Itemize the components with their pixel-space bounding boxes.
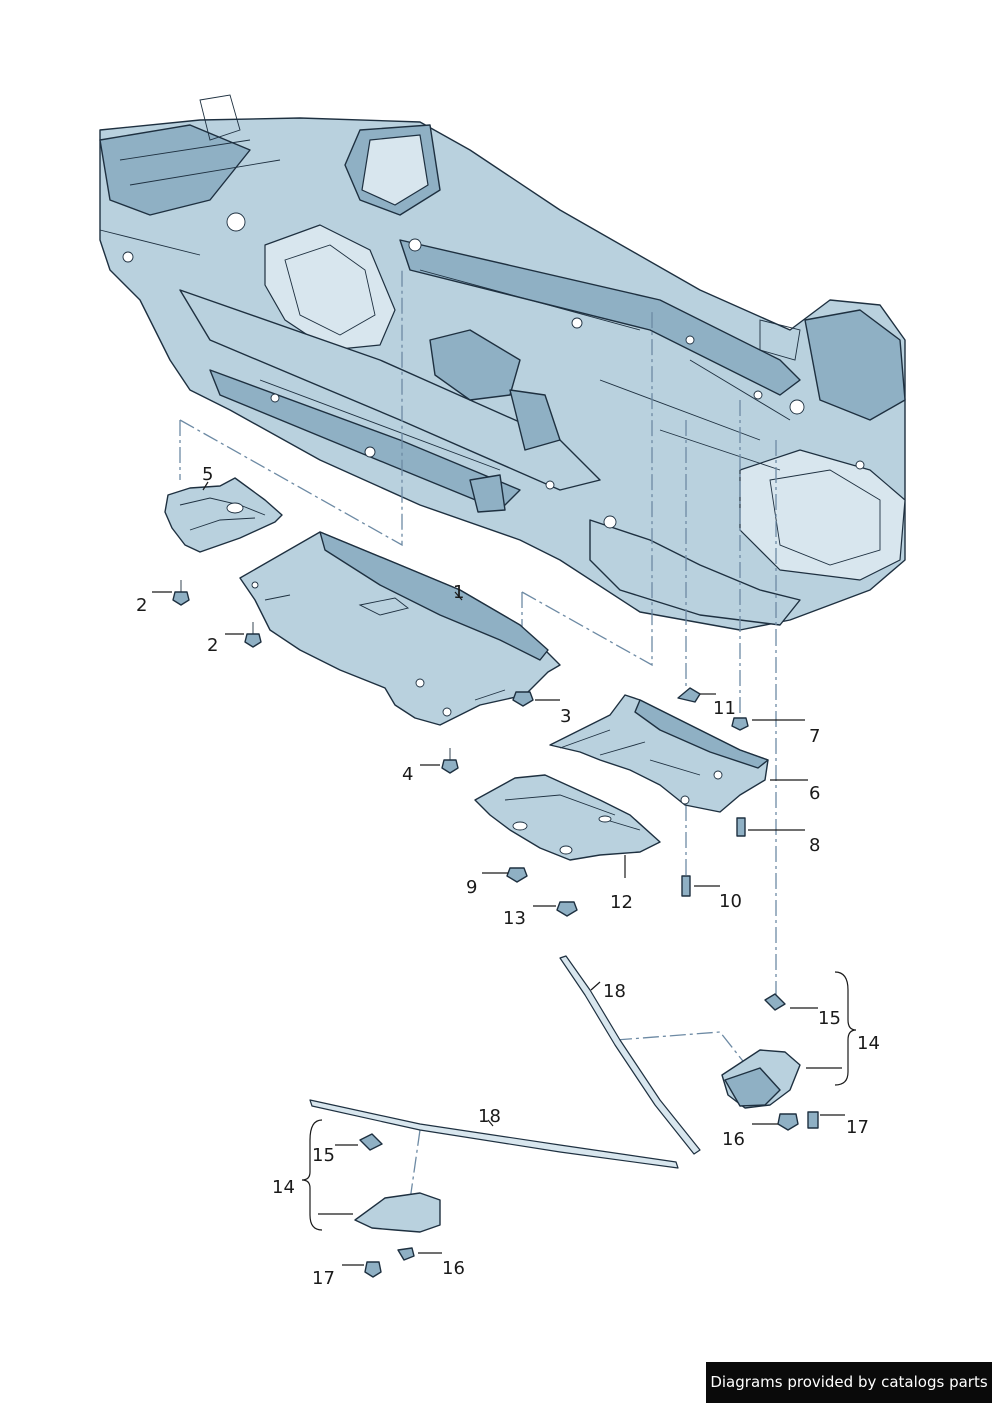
fastener-2-clip [172, 580, 190, 606]
part-1-underbody-panel [239, 531, 561, 726]
callout-8: 8 [809, 835, 820, 856]
callout-5: 5 [202, 464, 213, 485]
vehicle-underbody [99, 94, 906, 631]
callout-3: 3 [560, 706, 571, 727]
callout-14: 14 [857, 1033, 880, 1054]
fastener-10-bolt [681, 875, 691, 897]
callout-17: 17 [846, 1117, 869, 1138]
fastener-11-clip [677, 687, 701, 703]
callout-4: 4 [402, 764, 413, 785]
callout-1: 1 [453, 582, 464, 603]
leader-lines [152, 481, 857, 1266]
callout-12: 12 [610, 892, 633, 913]
callout-18: 18 [478, 1106, 501, 1127]
fastener-2-clip-b [244, 622, 262, 648]
fastener-8-bolt [736, 817, 746, 837]
fastener-9-nut [506, 867, 528, 883]
part-14-bracket-right [721, 993, 819, 1131]
callout-17: 17 [312, 1268, 335, 1289]
callout-16: 16 [442, 1258, 465, 1279]
callout-9: 9 [466, 877, 477, 898]
part-12-heat-shield [474, 774, 661, 861]
callout-15: 15 [312, 1145, 335, 1166]
callout-13: 13 [503, 908, 526, 929]
fastener-4-clip [441, 748, 459, 774]
callout-15: 15 [818, 1008, 841, 1029]
callout-2: 2 [207, 635, 218, 656]
callout-18: 18 [603, 981, 626, 1002]
callout-6: 6 [809, 783, 820, 804]
callout-7: 7 [809, 726, 820, 747]
callout-11: 11 [713, 698, 736, 719]
fastener-13-nut [556, 901, 578, 917]
part-18-trim-strip-left [309, 1099, 679, 1169]
part-5-heat-shield [164, 477, 283, 553]
callout-10: 10 [719, 891, 742, 912]
fastener-7-nut [731, 717, 749, 731]
callout-2: 2 [136, 595, 147, 616]
callout-16: 16 [722, 1129, 745, 1150]
part-18-trim-strip-right [559, 955, 701, 1155]
callout-labels: 1 2 2 3 4 5 6 7 8 9 10 11 12 13 14 14 15… [136, 464, 880, 1289]
callout-14: 14 [272, 1177, 295, 1198]
part-6-heat-shield [549, 694, 769, 813]
fastener-3-nut [512, 691, 534, 707]
fasteners [172, 580, 749, 917]
part-14-bracket-left [354, 1133, 441, 1278]
credit-badge[interactable]: Diagrams provided by catalogs parts [706, 1362, 992, 1403]
